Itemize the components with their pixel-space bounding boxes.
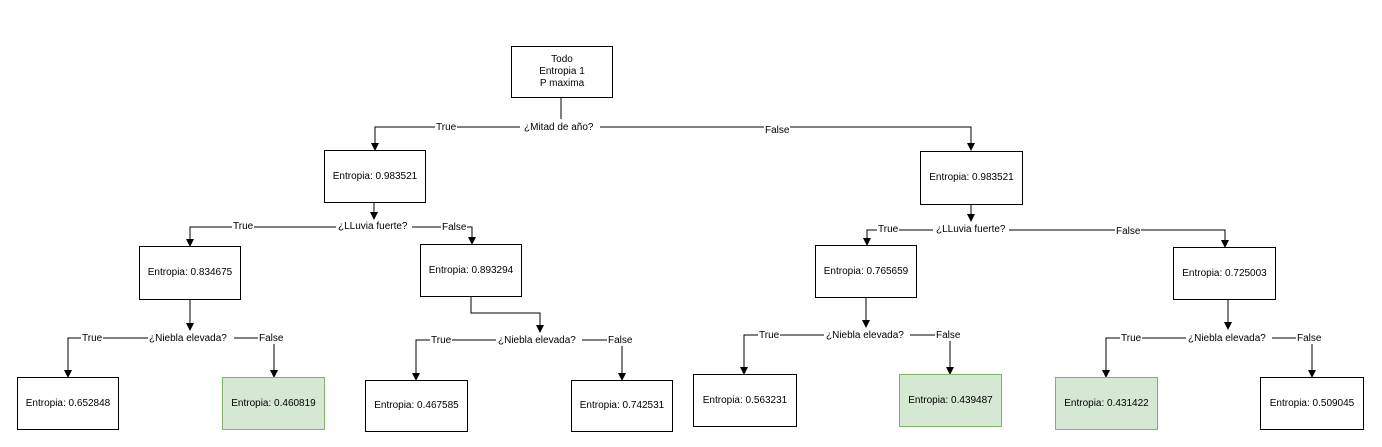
edge-root-false [600, 126, 975, 151]
branch-label-false: False [258, 333, 285, 344]
node-left: Entropia: 0.983521 [324, 150, 426, 203]
leaf-node-highlighted: Entropia: 0.460819 [222, 377, 325, 430]
edge-rl-true [740, 334, 824, 375]
question-niebla-elevada-rr: ¿Niebla elevada? [1187, 333, 1267, 344]
leaf-node: Entropia: 0.563231 [693, 374, 797, 427]
node-left-left: Entropia: 0.834675 [139, 246, 241, 300]
branch-label-true: True [232, 221, 255, 232]
node-right: Entropia: 0.983521 [920, 151, 1023, 205]
edge-lr-false [582, 339, 626, 381]
edge-rr-true [1102, 337, 1186, 378]
node-right-left: Entropia: 0.765659 [815, 245, 917, 298]
edge-left-false [412, 226, 476, 245]
question-lluvia-fuerte-right: ¿LLuvia fuerte? [935, 224, 1007, 235]
branch-label-false: False [1115, 226, 1142, 237]
edge-right-true [863, 229, 933, 246]
branch-label-true: True [81, 333, 104, 344]
root-node: Todo Entropia 1 P maxima [511, 46, 613, 98]
leaf-node: Entropia: 0.467585 [365, 380, 468, 432]
question-niebla-elevada-rl: ¿Niebla elevada? [825, 330, 905, 341]
branch-label-true: True [877, 224, 900, 235]
edge-lr-to-question [470, 297, 544, 333]
branch-label-false: False [935, 330, 962, 341]
question-niebla-elevada-ll: ¿Niebla elevada? [148, 333, 228, 344]
branch-label-true: True [1120, 333, 1143, 344]
edge-left-true [186, 226, 336, 247]
leaf-node-highlighted: Entropia: 0.439487 [899, 374, 1002, 427]
question-niebla-elevada-lr: ¿Niebla elevada? [497, 335, 577, 346]
branch-label-false: False [607, 335, 634, 346]
leaf-node: Entropia: 0.742531 [571, 380, 673, 432]
leaf-node: Entropia: 0.652848 [17, 377, 119, 430]
edge-right-false [1009, 229, 1229, 248]
edge-lr-true [412, 339, 496, 381]
node-left-right: Entropia: 0.893294 [420, 244, 522, 297]
root-line-1: Todo [551, 54, 573, 65]
edge-ll-true [64, 337, 148, 378]
node-right-right: Entropia: 0.725003 [1173, 247, 1276, 300]
branch-label-true: True [758, 330, 781, 341]
question-mitad-de-ano: ¿Mitad de año? [523, 122, 595, 133]
branch-label-true: True [430, 335, 453, 346]
root-line-3: P maxima [539, 78, 585, 89]
edge-root-true [371, 126, 520, 151]
branch-label-false: False [1296, 333, 1323, 344]
branch-label-false: False [441, 222, 468, 233]
branch-label-true: True [435, 122, 458, 133]
root-line-2: Entropia 1 [539, 66, 585, 77]
leaf-node: Entropia: 0.509045 [1260, 377, 1364, 430]
leaf-node-highlighted: Entropia: 0.431422 [1055, 377, 1158, 430]
branch-label-false: False [764, 125, 791, 136]
question-lluvia-fuerte-left: ¿LLuvia fuerte? [337, 221, 409, 232]
